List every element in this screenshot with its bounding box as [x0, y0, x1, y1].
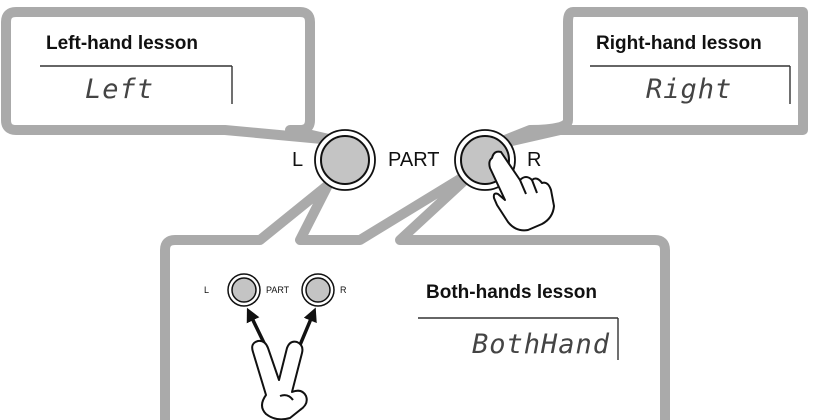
both-hands-lesson-title: Both-hands lesson [426, 282, 597, 303]
part-label: PART [388, 149, 440, 171]
mini-left-button[interactable] [231, 277, 257, 303]
mini-right-button[interactable] [305, 277, 331, 303]
left-lcd-display: Left [85, 74, 154, 105]
two-finger-press-icon [251, 339, 308, 420]
both-lcd-display: BothHand [472, 329, 610, 360]
arrow-icon [246, 307, 267, 346]
left-hand-callout: Left-hand lesson Left [1, 7, 338, 145]
pressing-finger-icon [488, 150, 555, 232]
left-part-button[interactable] [320, 135, 370, 185]
left-hand-lesson-title: Left-hand lesson [46, 33, 198, 54]
right-label: R [527, 149, 541, 171]
part-button-panel: L PART R [292, 129, 541, 191]
mini-left-label: L [204, 285, 209, 295]
right-hand-lesson-title: Right-hand lesson [596, 33, 762, 54]
left-label: L [292, 149, 303, 171]
right-hand-callout: Right-hand lesson Right [485, 7, 808, 151]
arrow-icon [298, 307, 317, 346]
mini-right-label: R [340, 285, 347, 295]
mini-part-label: PART [266, 285, 290, 295]
both-hands-callout: Both-hands lesson BothHand L PART R [160, 163, 670, 420]
right-lcd-display: Right [646, 74, 732, 105]
mini-part-panel: L PART R [204, 273, 347, 307]
